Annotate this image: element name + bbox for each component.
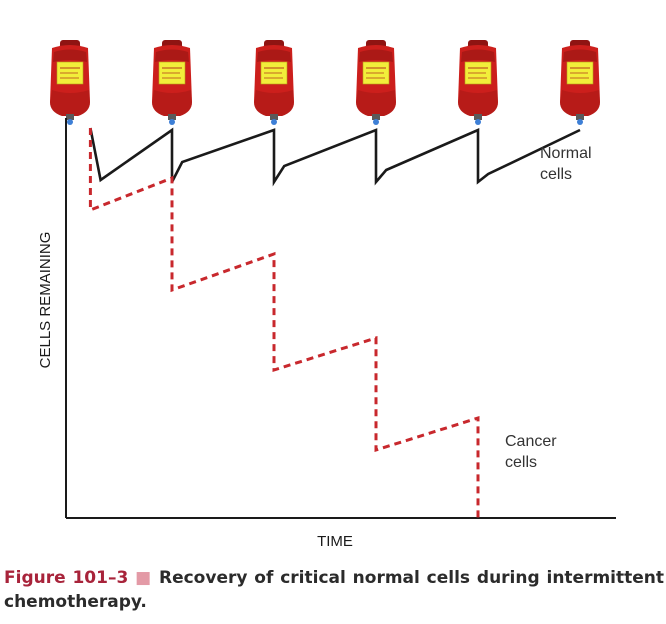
annotation-cancer-line-2: cells (505, 454, 537, 471)
iv-bag-icon (356, 40, 396, 125)
chart: TIME CELLS REMAINING Normal cells Cancer… (37, 40, 616, 550)
annotation-normal-cells: Normal cells (540, 145, 596, 183)
iv-bag-icon (50, 40, 90, 125)
series-line-cancer-cells (88, 128, 480, 518)
annotation-cancer-line-1: Cancer (505, 433, 557, 450)
caption-text: Recovery of critical normal cells during… (4, 568, 665, 612)
caption-label: Figure 101–3 (4, 568, 129, 588)
infusion-bags (50, 40, 600, 125)
figure-caption: Figure 101–3 ■ Recovery of critical norm… (4, 566, 664, 614)
annotation-normal-line-1: Normal (540, 145, 592, 162)
iv-bag-icon (152, 40, 192, 125)
iv-bag-icon (458, 40, 498, 125)
x-axis-label: TIME (317, 533, 353, 550)
series-line-normal-cells (89, 127, 581, 187)
axes: TIME CELLS REMAINING (37, 118, 616, 550)
y-axis-label: CELLS REMAINING (37, 232, 54, 369)
series-group (88, 127, 581, 518)
annotations: Normal cells Cancer cells (505, 145, 596, 471)
iv-bag-icon (254, 40, 294, 125)
caption-separator: ■ (135, 568, 153, 588)
annotation-normal-line-2: cells (540, 166, 572, 183)
iv-bag-icon (560, 40, 600, 125)
annotation-cancer-cells: Cancer cells (505, 433, 561, 471)
